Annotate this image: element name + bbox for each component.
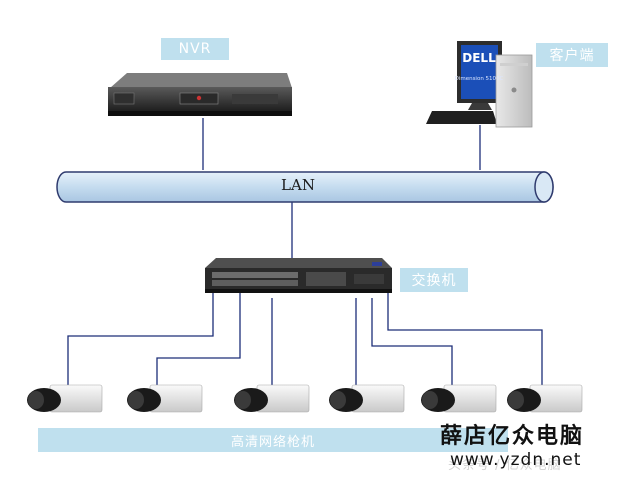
watermark-brand-text: 薛店亿众电脑 xyxy=(440,423,585,449)
monitor-brand-text: DELL xyxy=(462,51,496,65)
client-pc-icon: DELL Dimension 5100C xyxy=(426,41,533,128)
switch-device-icon xyxy=(205,258,392,293)
lan-pipe xyxy=(56,171,554,203)
nvr-label: NVR xyxy=(161,38,229,60)
camera-4-icon xyxy=(329,384,405,413)
camera-2-icon xyxy=(127,384,203,413)
camera-3-icon xyxy=(234,384,310,413)
camera-group-label: 高清网络枪机 xyxy=(38,428,508,452)
camera-5-icon xyxy=(421,384,497,413)
switch-to-camera-5-line xyxy=(371,298,453,388)
camera-1-icon xyxy=(27,384,103,413)
switch-to-camera-2-line xyxy=(156,290,241,388)
switch-to-camera-6-line xyxy=(387,292,543,388)
connection-lines xyxy=(67,118,543,388)
lan-label: LAN xyxy=(281,176,315,194)
watermark-faint-text: 头条号 / 亿众电脑 xyxy=(448,458,562,473)
switch-label: 交换机 xyxy=(400,268,468,292)
switch-to-camera-1-line xyxy=(67,290,214,388)
nvr-device-icon xyxy=(108,73,292,116)
camera-6-icon xyxy=(507,384,583,413)
monitor-model-text: Dimension 5100C xyxy=(455,76,504,82)
camera-row xyxy=(27,384,583,413)
client-label: 客户端 xyxy=(536,43,608,67)
watermark-url-text: www.yzdn.net xyxy=(450,450,582,470)
